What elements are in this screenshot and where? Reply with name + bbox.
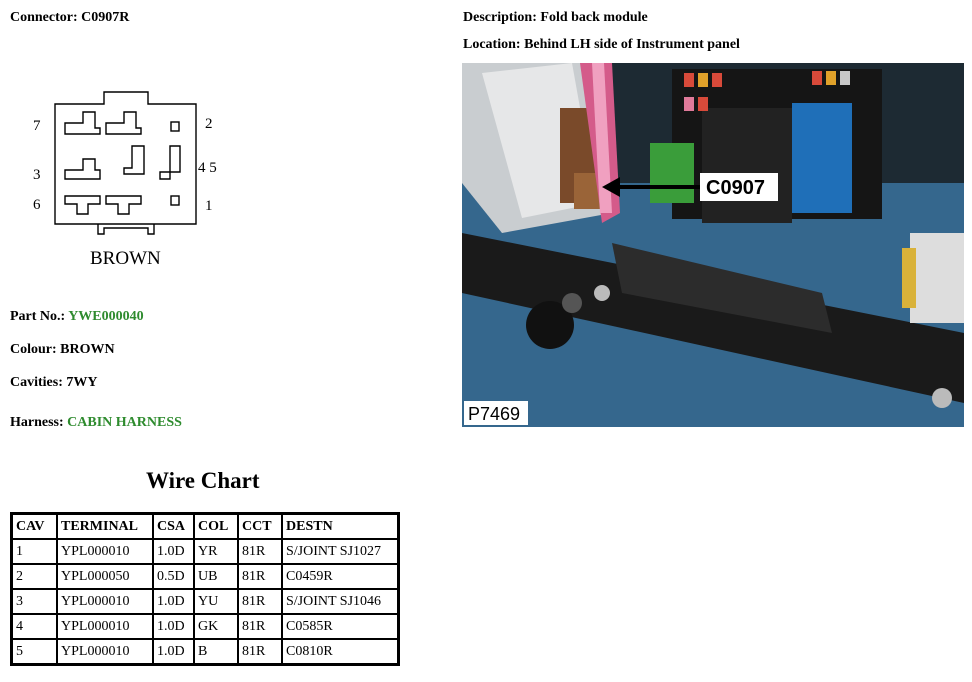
cell-col: B [193,638,239,666]
description-field: Description: Fold back module [463,10,648,26]
cavities-label: Cavities: [10,375,63,390]
pin-label-1: 1 [205,198,213,214]
table-row: 1 YPL000010 1.0D YR 81R S/JOINT SJ1027 [10,538,400,565]
cell-destn: C0459R [281,563,400,590]
location-label: Location: [463,37,521,52]
terminal-bottom-middle [105,195,142,215]
cell-col: YR [193,538,239,565]
cell-cav: 2 [10,563,58,590]
connector-label: Connector: [10,10,78,25]
terminal-4 [123,145,145,175]
part-no-label: Part No.: [10,309,66,324]
description-value: Fold back module [540,10,648,25]
connector-face-diagram: 7 2 3 4 5 6 1 BROWN [33,91,217,268]
col-header-col: COL [193,512,239,540]
cell-destn: C0585R [281,613,400,640]
cell-destn: C0810R [281,638,400,666]
terminal-6 [64,195,101,215]
location-value: Behind LH side of Instrument panel [524,37,740,52]
cell-col: YU [193,588,239,615]
cell-cct: 81R [237,588,283,615]
terminal-1 [170,195,180,206]
cell-cav: 1 [10,538,58,565]
col-header-csa: CSA [152,512,195,540]
pin-label-4-5: 4 5 [198,160,217,176]
cell-cav: 3 [10,588,58,615]
terminal-3 [64,158,101,180]
part-no-link[interactable]: YWE000040 [68,309,144,324]
connector-latch [97,224,155,235]
cell-cct: 81R [237,638,283,666]
col-header-terminal: TERMINAL [56,512,154,540]
location-field: Location: Behind LH side of Instrument p… [463,37,740,53]
table-row: 3 YPL000010 1.0D YU 81R S/JOINT SJ1046 [10,588,400,615]
cell-terminal: YPL000010 [56,613,154,640]
cavities-field: Cavities: 7WY [10,375,98,391]
pin-label-7: 7 [33,118,41,134]
cell-col: GK [193,613,239,640]
col-header-cav: CAV [10,512,58,540]
wire-chart-title: Wire Chart [146,468,260,493]
terminal-top-middle [105,111,142,135]
cell-cct: 81R [237,613,283,640]
colour-label: Colour: [10,342,57,357]
pin-label-3: 3 [33,167,41,183]
terminal-5 [159,145,181,180]
harness-link[interactable]: CABIN HARNESS [67,415,182,430]
wire-chart-header-row: CAV TERMINAL CSA COL CCT DESTN [10,512,400,540]
photo-ref: P7469 [468,404,520,424]
cell-col: UB [193,563,239,590]
connector-housing [54,91,197,225]
cell-cav: 5 [10,638,58,666]
cell-cct: 81R [237,563,283,590]
connector-id: C0907R [81,10,130,25]
cell-csa: 1.0D [152,588,195,615]
location-photo: C0907 P7469 [462,63,964,427]
terminal-7 [64,111,101,135]
pin-label-2: 2 [205,116,213,132]
colour-value: BROWN [60,342,115,357]
table-row: 4 YPL000010 1.0D GK 81R C0585R [10,613,400,640]
colour-field: Colour: BROWN [10,342,115,358]
table-row: 5 YPL000010 1.0D B 81R C0810R [10,638,400,666]
photo-callout: C0907 [706,177,765,199]
table-row: 2 YPL000050 0.5D UB 81R C0459R [10,563,400,590]
cell-cct: 81R [237,538,283,565]
cavities-value: 7WY [66,375,98,390]
terminal-2 [170,121,180,132]
cell-csa: 1.0D [152,538,195,565]
cell-csa: 0.5D [152,563,195,590]
cell-terminal: YPL000050 [56,563,154,590]
cell-csa: 1.0D [152,613,195,640]
col-header-cct: CCT [237,512,283,540]
harness-field: Harness: CABIN HARNESS [10,415,182,431]
cell-destn: S/JOINT SJ1027 [281,538,400,565]
wire-chart-table: CAV TERMINAL CSA COL CCT DESTN 1 YPL0000… [10,512,400,666]
pin-label-6: 6 [33,197,41,213]
cell-terminal: YPL000010 [56,538,154,565]
connector-heading: Connector: C0907R [10,10,129,26]
cell-terminal: YPL000010 [56,638,154,666]
col-header-destn: DESTN [281,512,400,540]
description-label: Description: [463,10,537,25]
cell-csa: 1.0D [152,638,195,666]
cell-cav: 4 [10,613,58,640]
part-no-field: Part No.: YWE000040 [10,309,144,325]
connector-color-label: BROWN [90,248,161,268]
cell-terminal: YPL000010 [56,588,154,615]
cell-destn: S/JOINT SJ1046 [281,588,400,615]
harness-label: Harness: [10,415,64,430]
